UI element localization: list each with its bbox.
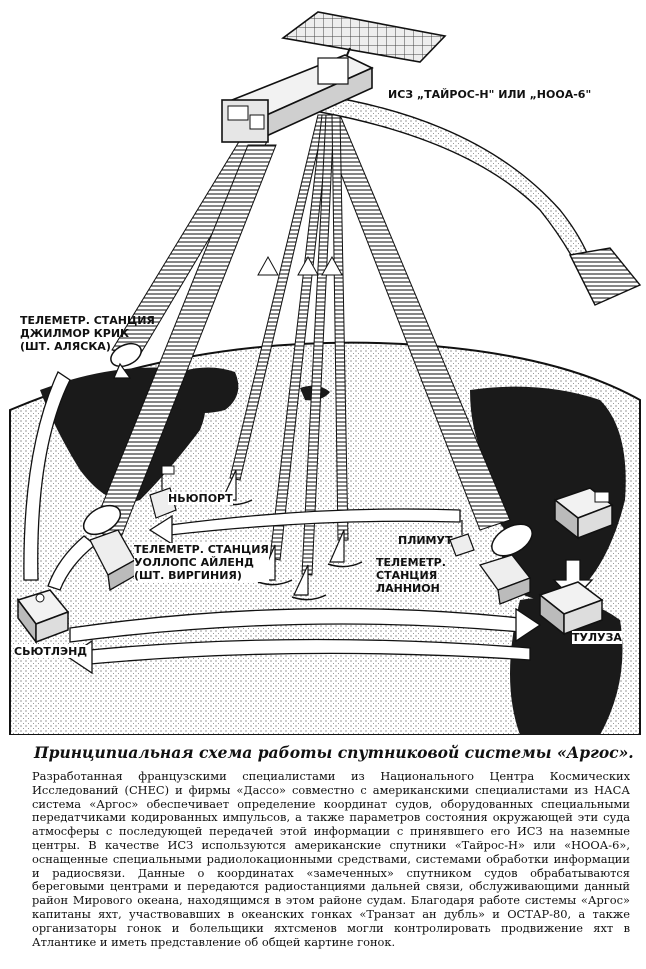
station-upper-right-buildings (553, 487, 614, 540)
label-gilmore-station: ТЕЛЕМЕТР. СТАНЦИЯ ДЖИЛМОР КРИК (ШТ. АЛЯС… (20, 314, 155, 353)
caption-title: Принципиальная схема работы спутниковой … (34, 743, 634, 762)
yacht-4 (327, 529, 363, 568)
station-lannion-dish (478, 523, 533, 605)
station-gilmore-dish (110, 342, 142, 379)
station-toulouse-buildings (538, 581, 604, 636)
label-satellite: ИСЗ „ТАЙРОС-Н" ИЛИ „НООА-6" (388, 88, 592, 101)
arrow-toulouse-to-suitland (89, 638, 531, 665)
arrow-lannion-to-newport (169, 508, 461, 536)
label-newport: НЬЮПОРТ (168, 492, 233, 505)
solar-panel (281, 11, 447, 63)
label-wallops-station: ТЕЛЕМЕТР. СТАНЦИЯ УОЛЛОПС АЙЛЕНД (ШТ. ВИ… (134, 543, 269, 582)
beam-to-yacht-3 (301, 114, 335, 576)
station-suitland-building (16, 589, 70, 645)
label-plymouth: ПЛИМУТ (398, 534, 453, 547)
orbit-arrow (319, 94, 642, 306)
satellite-icon (221, 11, 447, 143)
label-toulouse: ТУЛУЗА (572, 631, 622, 644)
station-plymouth-building (449, 520, 475, 557)
arrow-wallops-to-suitland (47, 535, 97, 591)
label-lannion-station: ТЕЛЕМЕТР. СТАНЦИЯ ЛАННИОН (376, 556, 446, 595)
yacht-3 (291, 564, 327, 601)
label-suitland: СЬЮТЛЭНД (14, 645, 88, 658)
ground-links (23, 371, 594, 675)
argos-system-diagram (9, 11, 642, 735)
caption-body: Разработанная французскими специалистами… (32, 769, 630, 949)
downlink-beams (91, 114, 511, 576)
station-wallops-dish (82, 504, 137, 592)
arrow-gilmore-to-suitland (23, 371, 71, 581)
